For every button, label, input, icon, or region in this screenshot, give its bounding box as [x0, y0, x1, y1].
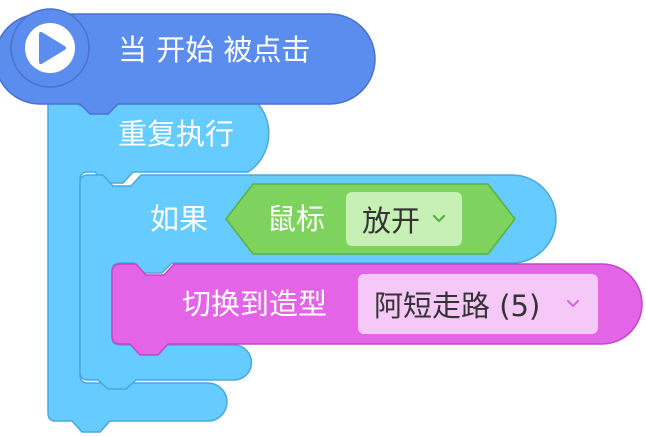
- if-block-label: 如果: [150, 202, 209, 236]
- chevron-down-icon: [566, 299, 580, 309]
- mouse-state-dropdown[interactable]: 放开: [346, 192, 462, 246]
- costume-block-label: 切换到造型: [182, 287, 328, 321]
- costume-dropdown[interactable]: 阿短走路 (5): [358, 274, 598, 334]
- mouse-state-value: 放开: [362, 204, 421, 238]
- hat-block-label: 当 开始 被点击: [118, 33, 311, 67]
- when-start-clicked-block[interactable]: [0, 13, 376, 115]
- costume-value: 阿短走路 (5): [374, 289, 541, 323]
- chevron-down-icon: [432, 214, 446, 224]
- play-icon[interactable]: [25, 23, 75, 73]
- repeat-block-label: 重复执行: [118, 117, 235, 151]
- condition-label: 鼠标: [267, 202, 326, 236]
